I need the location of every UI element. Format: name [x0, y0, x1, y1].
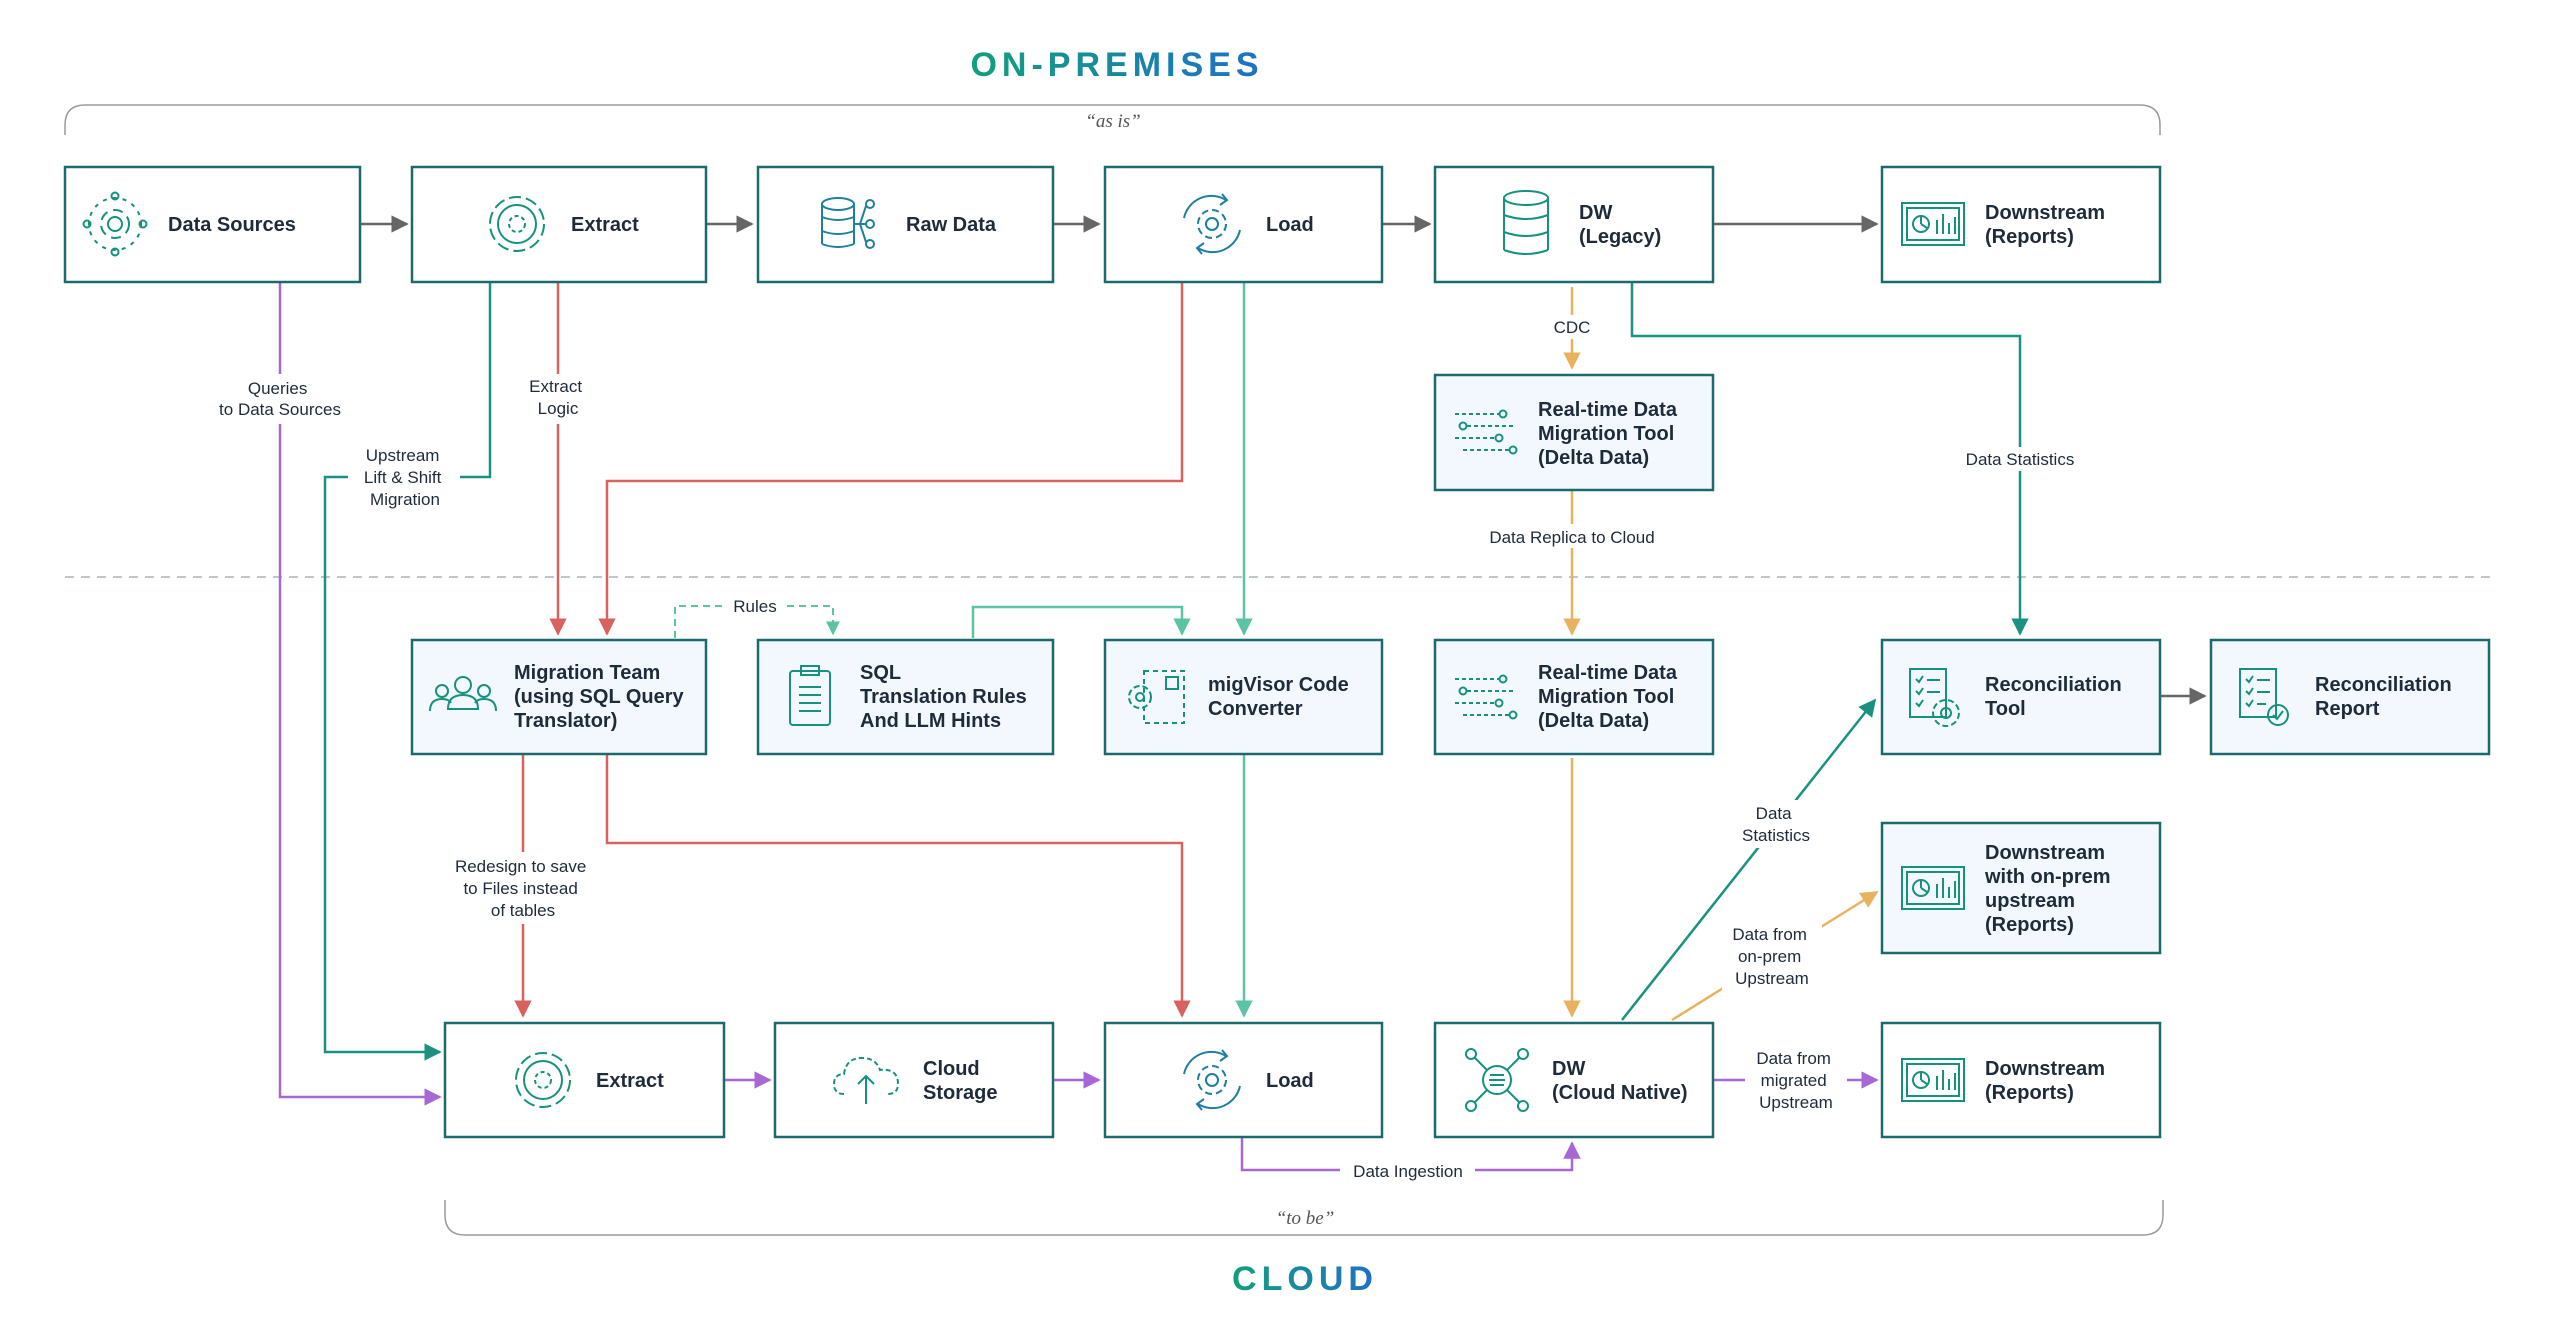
team-icon — [429, 676, 497, 712]
dashboard-icon — [1901, 1058, 1965, 1102]
label-extract-logic: Extract Logic — [529, 377, 587, 418]
cloud-title: CLOUD — [1232, 1260, 1378, 1298]
node-downstream-reports-cloud-label: Downstream (Reports) — [1985, 1058, 2111, 1104]
dashboard-icon — [1901, 202, 1965, 246]
node-realtime-tool-onprem[interactable]: Real-time Data Migration Tool (Delta Dat… — [1433, 373, 1715, 492]
label-data-from-onprem: Data from on-prem Upstream — [1732, 925, 1811, 988]
node-downstream-reports-cloud[interactable]: Downstream (Reports) — [1880, 1021, 2162, 1139]
node-extract-onprem[interactable]: Extract — [410, 165, 708, 284]
edge-labels: Queries to Data Sources Extract Logic Up… — [190, 315, 2085, 1182]
edges — [278, 215, 2207, 1172]
node-migration-team[interactable]: Migration Team (using SQL Query Translat… — [410, 638, 708, 756]
node-migvisor-label: migVisor Code Converter — [1208, 674, 1354, 720]
node-load-onprem-label: Load — [1266, 214, 1314, 236]
label-data-statistics-bottom: Data Statistics — [1742, 804, 1810, 845]
node-downstream-onprem-upstream-label: Downstream with on-prem upstream (Report… — [1984, 842, 2116, 936]
node-realtime-tool-onprem-label: Real-time Data Migration Tool (Delta Dat… — [1538, 399, 1683, 469]
edge-data-statistics-bottom — [1621, 698, 1877, 1021]
node-dw-cloud-native-label: DW (Cloud Native) — [1552, 1058, 1688, 1104]
database-icon — [1503, 190, 1549, 255]
clipboard-icon — [789, 665, 831, 726]
node-raw-data-label: Raw Data — [906, 214, 997, 236]
node-extract-onprem-label: Extract — [571, 214, 639, 236]
cloud-upload-icon — [832, 1056, 900, 1104]
node-realtime-tool-cloud-label: Real-time Data Migration Tool (Delta Dat… — [1538, 662, 1683, 732]
edge-upstream-lift-shift — [323, 283, 492, 1061]
network-hub-icon — [1465, 1048, 1529, 1112]
data-stream-icon — [1455, 409, 1518, 455]
node-dw-legacy[interactable]: DW (Legacy) — [1433, 165, 1715, 284]
checklist-gear-icon — [1909, 668, 1960, 727]
node-reconciliation-tool[interactable]: Reconciliation Tool — [1880, 638, 2162, 756]
node-load-onprem[interactable]: Load — [1103, 165, 1384, 284]
on-premises-title: ON-PREMISES — [970, 46, 1263, 84]
as-is-label: “as is” — [1085, 111, 1140, 132]
node-data-sources[interactable]: Data Sources — [63, 165, 362, 284]
node-reconciliation-report[interactable]: Reconciliation Report — [2209, 638, 2491, 756]
node-extract-cloud-label: Extract — [596, 1070, 664, 1092]
node-downstream-reports-onprem[interactable]: Downstream (Reports) — [1880, 165, 2162, 284]
label-data-ingestion: Data Ingestion — [1353, 1162, 1463, 1181]
node-cloud-storage-label: Cloud Storage — [923, 1058, 997, 1104]
database-network-icon — [821, 197, 875, 249]
label-data-statistics-top: Data Statistics — [1966, 450, 2075, 469]
edge-sqlrules-to-migvisor — [971, 605, 1191, 638]
edge-queries-to-extract-cloud — [278, 283, 442, 1106]
node-downstream-onprem-upstream[interactable]: Downstream with on-prem upstream (Report… — [1880, 821, 2162, 955]
to-be-bracket — [444, 1200, 2164, 1236]
edge-load-to-migration-team — [598, 283, 1184, 636]
code-converter-icon — [1128, 670, 1185, 724]
node-raw-data[interactable]: Raw Data — [756, 165, 1055, 284]
node-dw-cloud-native[interactable]: DW (Cloud Native) — [1433, 1021, 1715, 1139]
node-load-cloud[interactable]: Load — [1103, 1021, 1384, 1139]
as-is-bracket — [64, 104, 2161, 135]
label-redesign: Redesign to save to Files instead of tab… — [455, 857, 591, 920]
edge-migration-team-to-load-cloud — [605, 755, 1191, 1018]
dashboard-icon — [1901, 866, 1965, 910]
label-data-replica: Data Replica to Cloud — [1489, 528, 1654, 547]
node-load-cloud-label: Load — [1266, 1070, 1314, 1092]
checklist-report-icon — [2239, 668, 2289, 726]
node-downstream-reports-onprem-label: Downstream (Reports) — [1985, 202, 2111, 248]
node-migvisor[interactable]: migVisor Code Converter — [1103, 638, 1384, 756]
node-reconciliation-tool-label: Reconciliation Tool — [1985, 674, 2127, 720]
data-stream-icon — [1455, 674, 1518, 720]
gear-cycle-icon — [1183, 1049, 1241, 1111]
label-upstream-lift-shift: Upstream Lift & Shift Migration — [364, 446, 446, 509]
node-realtime-tool-cloud[interactable]: Real-time Data Migration Tool (Delta Dat… — [1433, 638, 1715, 756]
node-sql-rules-label: SQL Translation Rules And LLM Hints — [860, 662, 1032, 732]
node-sql-rules[interactable]: SQL Translation Rules And LLM Hints — [756, 638, 1055, 756]
to-be-label: “to be” — [1276, 1208, 1335, 1229]
gear-icon — [515, 1052, 571, 1108]
gear-icon — [489, 196, 545, 252]
node-cloud-storage[interactable]: Cloud Storage — [773, 1021, 1055, 1139]
label-data-from-migrated: Data from migrated Upstream — [1756, 1049, 1835, 1112]
node-migration-team-label: Migration Team (using SQL Query Translat… — [514, 662, 689, 732]
signal-broadcast-icon — [82, 191, 148, 257]
label-cdc: CDC — [1554, 318, 1591, 337]
gear-cycle-icon — [1183, 193, 1241, 255]
node-reconciliation-report-label: Reconciliation Report — [2315, 674, 2457, 720]
node-data-sources-label: Data Sources — [168, 214, 296, 236]
label-rules: Rules — [733, 597, 776, 616]
node-extract-cloud[interactable]: Extract — [443, 1021, 726, 1139]
edge-data-statistics-top — [1630, 283, 2029, 636]
label-queries: Queries to Data Sources — [219, 379, 341, 419]
node-dw-legacy-label: DW (Legacy) — [1579, 202, 1661, 248]
